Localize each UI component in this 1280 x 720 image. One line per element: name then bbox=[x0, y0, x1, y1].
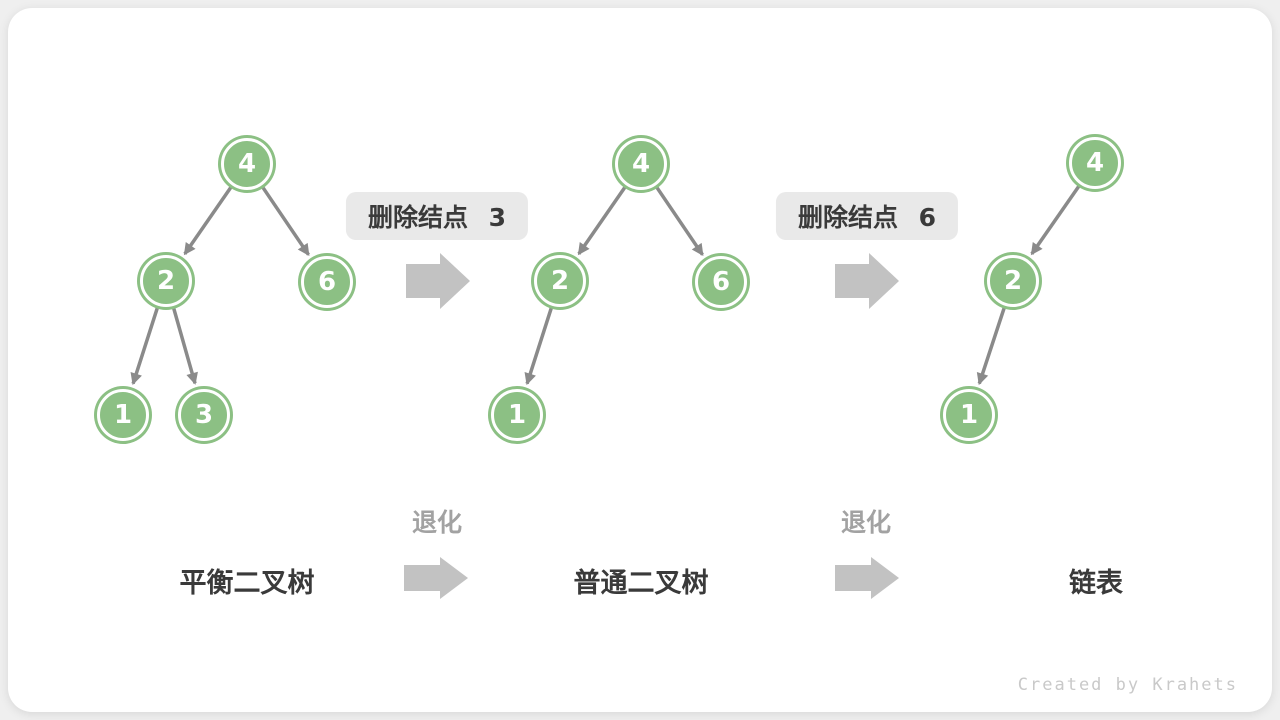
tree-node-2: 2 bbox=[534, 255, 586, 307]
tree-node-2: 2 bbox=[987, 255, 1039, 307]
tree-node-1: 1 bbox=[943, 389, 995, 441]
tree-node-2: 2 bbox=[140, 255, 192, 307]
tree-edge bbox=[261, 186, 310, 257]
tree-edge bbox=[171, 307, 198, 385]
figure-card bbox=[8, 8, 1272, 712]
tree-node-3: 3 bbox=[178, 389, 230, 441]
caption-ordinary-binary-tree: 普通二叉树 bbox=[573, 568, 709, 599]
caption-balanced-binary-tree: 平衡二叉树 bbox=[179, 568, 315, 599]
tree-edge bbox=[655, 186, 704, 257]
degrade-label-2: 退化 bbox=[840, 508, 892, 537]
tree-edge bbox=[183, 186, 233, 256]
degrade-arrow-icon bbox=[835, 557, 899, 599]
block-arrows bbox=[404, 253, 899, 599]
delete-node-3-label: 删除结点 3 bbox=[345, 192, 529, 240]
caption-linked-list: 链表 bbox=[1069, 568, 1123, 599]
tree-edge bbox=[577, 186, 627, 256]
watermark-credit: Created by Krahets bbox=[1017, 675, 1238, 695]
degrade-arrow-icon bbox=[404, 557, 468, 599]
tree-node-4: 4 bbox=[615, 138, 667, 190]
tree-edge bbox=[1030, 185, 1081, 256]
tree-edge bbox=[976, 307, 1006, 386]
tree-node-6: 6 bbox=[301, 256, 353, 308]
degrade-label-1: 退化 bbox=[411, 508, 463, 537]
delete-transition-arrow-icon bbox=[835, 253, 899, 309]
tree-edges bbox=[130, 185, 1081, 386]
delete-node-6-label: 删除结点 6 bbox=[775, 192, 959, 240]
tree-node-1: 1 bbox=[97, 389, 149, 441]
tree-node-4: 4 bbox=[1069, 137, 1121, 189]
tree-edge bbox=[130, 307, 160, 386]
tree-node-1: 1 bbox=[491, 389, 543, 441]
delete-transition-arrow-icon bbox=[406, 253, 470, 309]
tree-node-4: 4 bbox=[221, 138, 273, 190]
tree-edge bbox=[524, 307, 554, 386]
tree-node-6: 6 bbox=[695, 256, 747, 308]
